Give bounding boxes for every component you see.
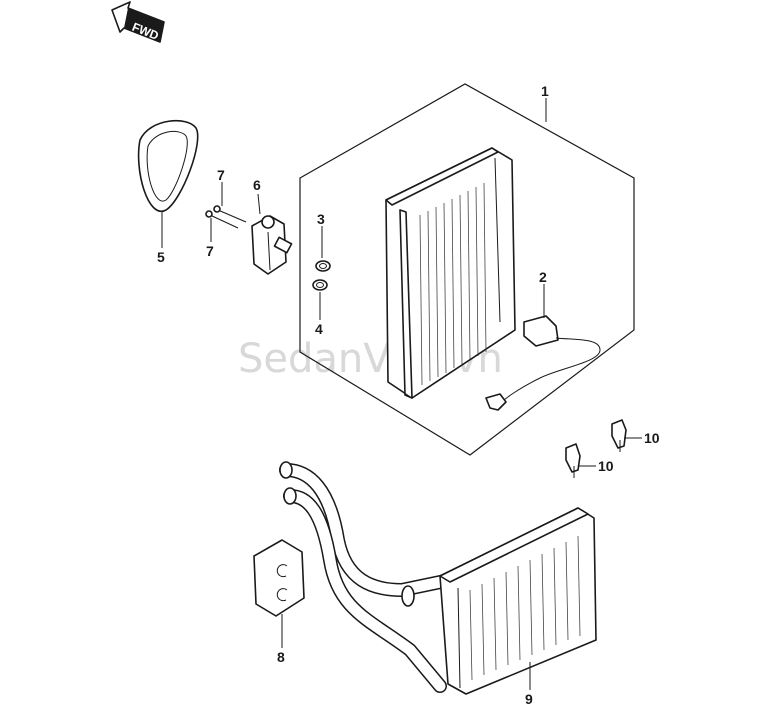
- thermistor-sensor: [485, 315, 601, 411]
- heater-core-pipes: [279, 461, 457, 693]
- callout-5: 5: [157, 249, 165, 265]
- bolt-upper: [213, 205, 247, 223]
- o-ring-small-upper: [315, 260, 331, 272]
- callout-10-upper: 10: [644, 430, 660, 446]
- clip-upper: [611, 419, 627, 452]
- heater-core: [439, 507, 597, 695]
- callout-7-upper: 7: [217, 167, 225, 183]
- callout-2: 2: [539, 269, 547, 285]
- callout-9: 9: [525, 691, 533, 707]
- fwd-arrow-icon: FWD: [111, 1, 165, 43]
- callout-4: 4: [315, 321, 323, 337]
- callout-1: 1: [541, 83, 549, 99]
- callout-8: 8: [277, 649, 285, 665]
- bolt-lower: [205, 210, 239, 229]
- callout-6: 6: [253, 177, 261, 193]
- callout-7-lower: 7: [206, 243, 214, 259]
- pipe-gasket: [253, 539, 305, 617]
- expansion-valve: [251, 215, 293, 275]
- o-ring-small-lower: [312, 279, 328, 291]
- evaporator-core: [385, 147, 516, 399]
- callout-3: 3: [317, 211, 325, 227]
- clip-lower: [565, 443, 581, 478]
- callout-10-lower: 10: [598, 458, 614, 474]
- o-ring-seal: [137, 120, 199, 213]
- evaporator-assembly-box: [299, 83, 635, 456]
- leader-lines: [161, 98, 642, 690]
